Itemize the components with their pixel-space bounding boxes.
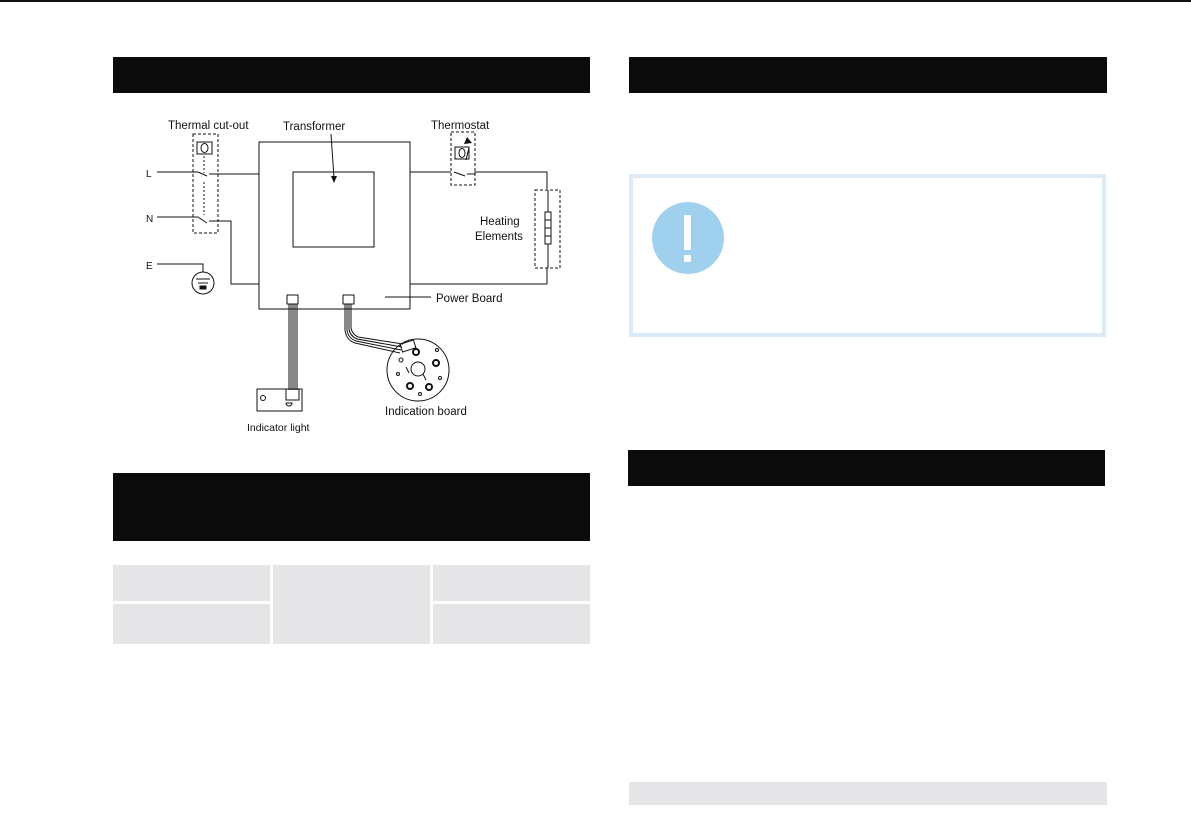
- table-cell-r2c1: [113, 604, 270, 644]
- footer-bar: [629, 782, 1107, 805]
- right-section-header-bar: [629, 57, 1107, 93]
- terminal-label-l: L: [146, 169, 152, 180]
- second-right-header-bar: [628, 450, 1105, 486]
- indication-connector: [342, 294, 355, 305]
- notice-box: [629, 174, 1106, 337]
- specifications-header-bar: [113, 473, 590, 541]
- terminal-label-e: E: [146, 261, 153, 272]
- table-cell-r1c3: [433, 565, 590, 601]
- indicator-light-module: [256, 388, 303, 412]
- heating-elements-label-line1: Heating: [480, 216, 520, 228]
- thermal-cutout-fuse: [196, 141, 213, 155]
- transformer-outline: [292, 171, 375, 248]
- table-cell-r1c1: [113, 565, 270, 601]
- thermostat-box: [450, 131, 476, 186]
- indicator-light-label: Indicator light: [247, 422, 310, 434]
- thermal-cutout-label: Thermal cut-out: [168, 120, 249, 132]
- indication-board-label: Indication board: [385, 406, 467, 418]
- power-board-label: Power Board: [436, 293, 502, 305]
- thermal-cutout-box: [192, 133, 219, 234]
- transformer-label: Transformer: [283, 121, 345, 133]
- exclamation-icon: [652, 202, 724, 274]
- earth-symbol: [191, 271, 215, 295]
- page-top-rule: [0, 0, 1191, 2]
- indication-board: [386, 338, 450, 402]
- indicator-connector: [286, 294, 299, 305]
- terminal-label-n: N: [146, 214, 153, 225]
- thermostat-label: Thermostat: [431, 120, 490, 132]
- table-cell-merged-c2: [273, 565, 430, 644]
- wiring-diagram-header-bar: [113, 57, 590, 93]
- table-cell-r2c3: [433, 604, 590, 644]
- heating-elements-label-line2: Elements: [475, 231, 523, 243]
- power-board-outline: [258, 141, 411, 310]
